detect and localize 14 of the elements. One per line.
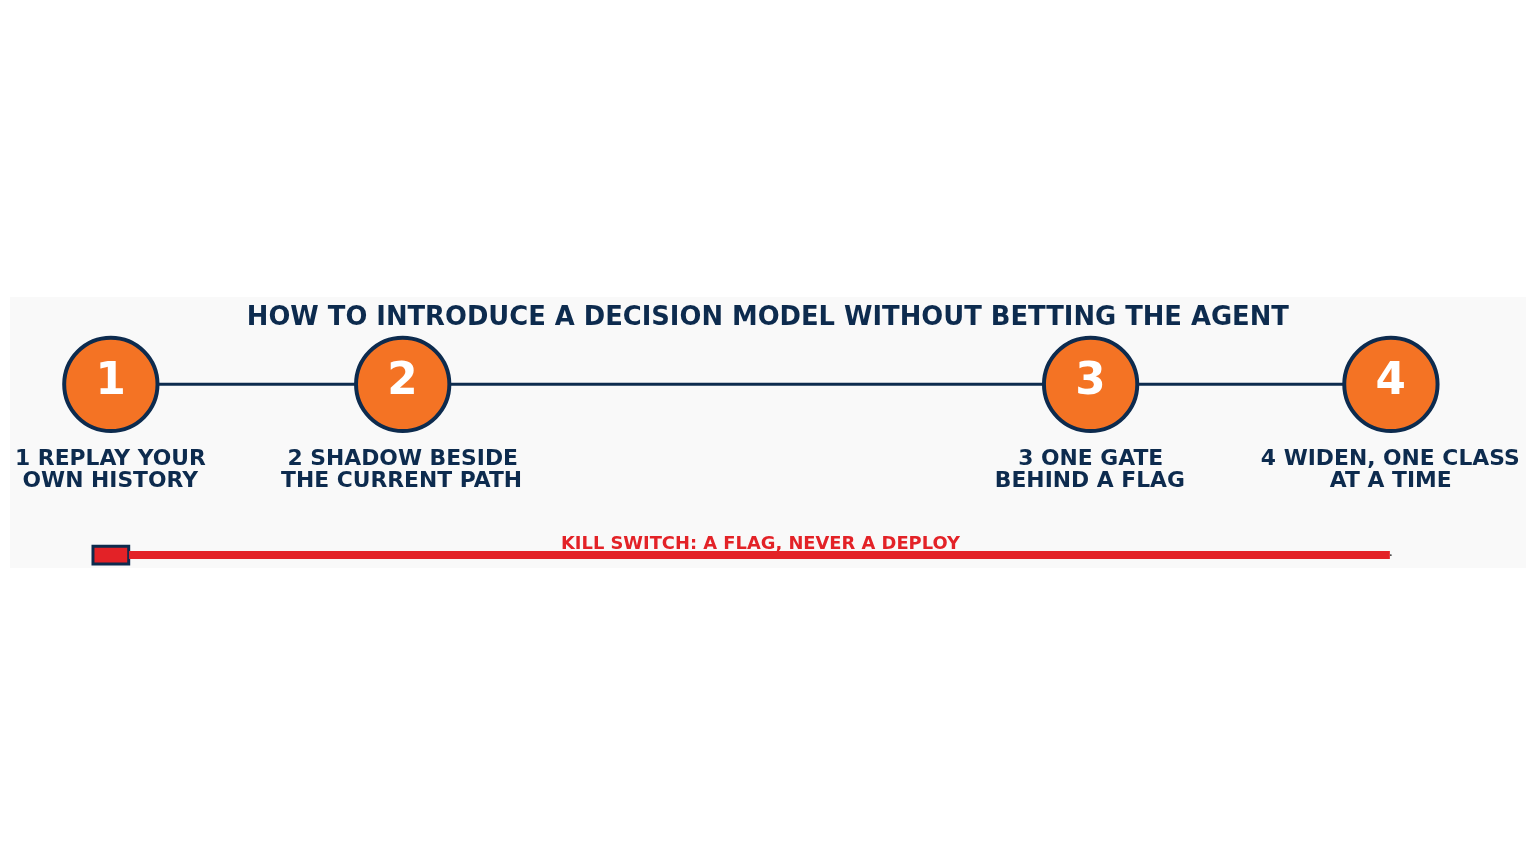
diagram-title: HOW TO INTRODUCE A DECISION MODEL WITHOUT BETTING THE AGENT: [246, 300, 1289, 331]
node-label: 3 ONE GATE BEHIND A FLAG: [994, 444, 1185, 492]
node-circle: 3: [1041, 335, 1140, 433]
node-label: 4 WIDEN, ONE CLASS AT A TIME: [1260, 444, 1520, 492]
node-label: 1 REPLAY YOUR OWN HISTORY: [15, 444, 206, 492]
connector: [1137, 382, 1344, 386]
node-circle: 2: [354, 335, 452, 433]
node-label: 2 SHADOW BESIDE THE CURRENT PATH: [281, 444, 523, 492]
node-circle: 4: [1342, 335, 1440, 433]
node-circle: 1: [62, 335, 160, 433]
connector: [157, 382, 356, 386]
connector: [449, 382, 1044, 386]
edge-label: KILL SWITCH: A FLAG, NEVER A DEPLOY: [561, 531, 960, 553]
node-switch: [91, 544, 131, 565]
